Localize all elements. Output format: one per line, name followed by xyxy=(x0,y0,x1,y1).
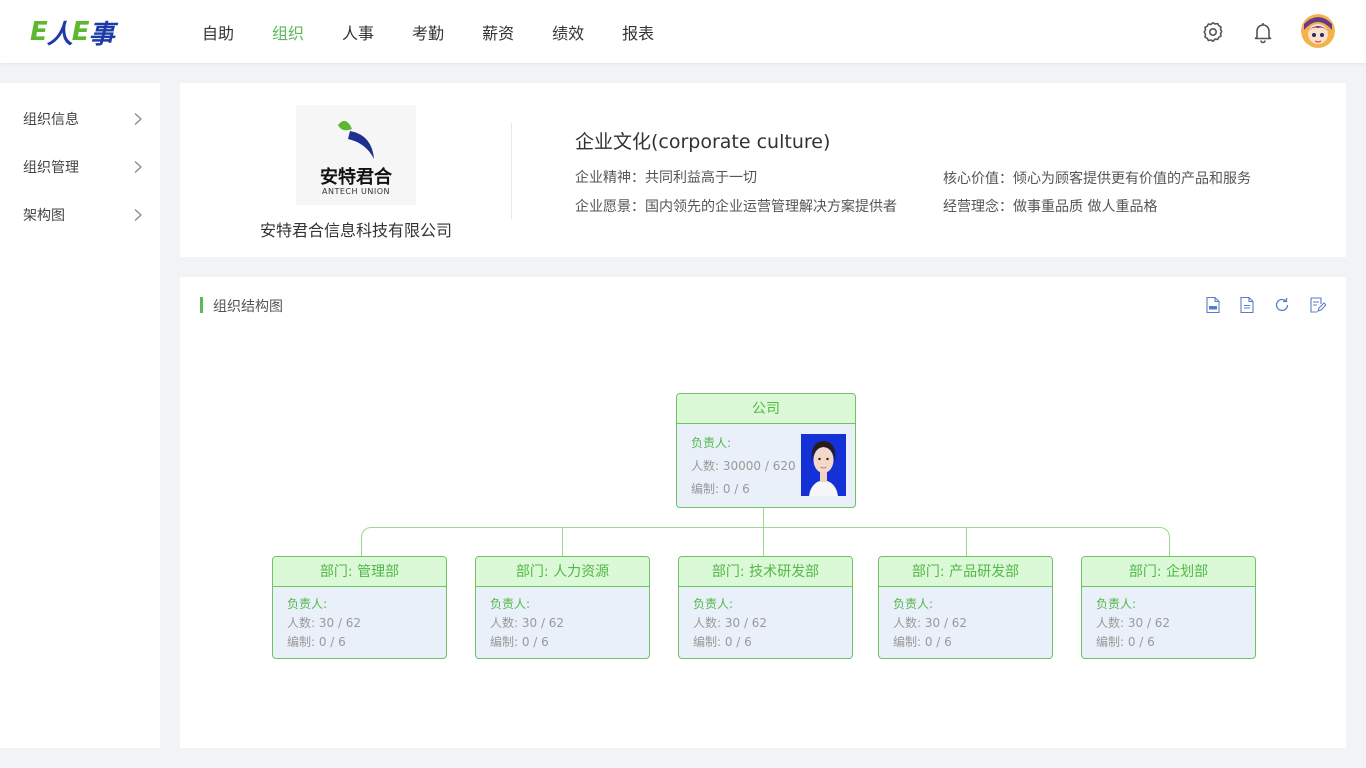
node-lead: 负责人: xyxy=(691,436,732,450)
node-lead: 负责人: xyxy=(693,597,734,611)
node-body: 负责人: 人数: 30 / 62 编制: 0 / 6 xyxy=(476,587,649,658)
node-quota: 编制: 0 / 6 xyxy=(691,482,750,496)
connector-drop-tech xyxy=(763,527,764,557)
sidebar-item-org-management[interactable]: 组织管理 xyxy=(0,143,160,191)
org-node-hr[interactable]: 部门: 人力资源 负责人: 人数: 30 / 62 编制: 0 / 6 xyxy=(475,556,650,659)
nav-item-performance[interactable]: 绩效 xyxy=(552,23,585,43)
main-nav: 自助 组织 人事 考勤 薪资 绩效 报表 xyxy=(202,0,692,63)
sidebar-item-org-info[interactable]: 组织信息 xyxy=(0,95,160,143)
spirit-value: 共同利益高于一切 xyxy=(645,170,757,186)
node-headcount: 人数: 30 / 62 xyxy=(893,616,968,630)
node-headcount: 人数: 30 / 62 xyxy=(693,616,768,630)
company-name: 安特君合信息科技有限公司 xyxy=(259,221,452,240)
culture-title: 企业文化(corporate culture) xyxy=(575,131,831,153)
core-value-label: 核心价值： xyxy=(943,171,1013,187)
node-headcount: 人数: 30 / 62 xyxy=(1096,616,1171,630)
org-node-tech-rd[interactable]: 部门: 技术研发部 负责人: 人数: 30 / 62 编制: 0 / 6 xyxy=(678,556,853,659)
company-logo-cn: 安特君合 xyxy=(320,167,392,188)
company-logo-en: ANTECH UNION xyxy=(321,187,391,196)
node-headcount: 人数: 30 / 62 xyxy=(490,616,565,630)
company-info-card: 安特君合 ANTECH UNION 安特君合信息科技有限公司 企业文化(corp… xyxy=(180,83,1346,257)
core-value-value: 倾心为顾客提供更有价值的产品和服务 xyxy=(1013,171,1251,187)
user-avatar-icon xyxy=(1301,14,1335,48)
node-quota: 编制: 0 / 6 xyxy=(893,635,952,649)
node-quota: 编制: 0 / 6 xyxy=(1096,635,1155,649)
org-chart-card: 组织结构图 公司 负责人: 人数: 30000 / 620 编制: 0 / 6 xyxy=(180,277,1346,748)
node-body: 负责人: 人数: 30 / 62 编制: 0 / 6 xyxy=(879,587,1052,658)
node-lead: 负责人: xyxy=(1096,597,1137,611)
connector-drop-product xyxy=(966,527,967,557)
node-quota: 编制: 0 / 6 xyxy=(490,635,549,649)
node-title: 部门: 产品研发部 xyxy=(879,557,1052,587)
chevron-right-icon xyxy=(134,161,142,173)
node-lead: 负责人: xyxy=(490,597,531,611)
philosophy-label: 经营理念： xyxy=(943,199,1013,215)
org-node-company[interactable]: 公司 负责人: 人数: 30000 / 620 编制: 0 / 6 xyxy=(676,393,856,508)
connector-horizontal xyxy=(361,527,1170,557)
chevron-right-icon xyxy=(134,209,142,221)
node-headcount: 人数: 30 / 62 xyxy=(287,616,362,630)
node-body: 负责人: 人数: 30 / 62 编制: 0 / 6 xyxy=(1082,587,1255,658)
nav-item-self-service[interactable]: 自助 xyxy=(202,23,235,43)
nav-item-attendance[interactable]: 考勤 xyxy=(412,23,445,43)
node-title: 部门: 人力资源 xyxy=(476,557,649,587)
chevron-right-icon xyxy=(134,113,142,125)
node-quota: 编制: 0 / 6 xyxy=(693,635,752,649)
spirit-label: 企业精神： xyxy=(575,170,645,186)
nav-item-organization[interactable]: 组织 xyxy=(272,23,305,43)
logo-e1: E xyxy=(30,17,48,47)
person-photo-icon xyxy=(809,441,838,496)
org-node-management[interactable]: 部门: 管理部 负责人: 人数: 30 / 62 编制: 0 / 6 xyxy=(272,556,447,659)
org-chart-title: 组织结构图 xyxy=(213,299,283,315)
company-logo: 安特君合 ANTECH UNION xyxy=(296,105,416,205)
node-body: 负责人: 人数: 30 / 62 编制: 0 / 6 xyxy=(679,587,852,658)
vision-value: 国内领先的企业运营管理解决方案提供者 xyxy=(645,199,897,215)
logo-shi: 事 xyxy=(88,19,115,50)
avatar[interactable] xyxy=(1301,14,1335,48)
logo-ren: 人 xyxy=(46,19,73,50)
node-body: 负责人: 人数: 30 / 62 编制: 0 / 6 xyxy=(273,587,446,658)
nav-item-salary[interactable]: 薪资 xyxy=(482,23,515,43)
top-header: E 人 E 事 自助 组织 人事 考勤 薪资 绩效 报表 xyxy=(0,0,1366,63)
app-logo[interactable]: E 人 E 事 xyxy=(30,16,115,50)
org-node-planning[interactable]: 部门: 企划部 负责人: 人数: 30 / 62 编制: 0 / 6 xyxy=(1081,556,1256,659)
section-accent-bar xyxy=(200,297,203,313)
bell-icon[interactable] xyxy=(1251,20,1275,44)
sidebar-item-org-chart[interactable]: 架构图 xyxy=(0,191,160,239)
node-lead: 负责人: xyxy=(287,597,328,611)
refresh-icon[interactable] xyxy=(1273,296,1291,314)
leader-photo xyxy=(801,434,846,496)
sidebar-item-label: 架构图 xyxy=(23,208,65,224)
vision-label: 企业愿景： xyxy=(575,199,645,215)
philosophy-value: 做事重品质 做人重品格 xyxy=(1013,199,1158,215)
sidebar-item-label: 组织管理 xyxy=(23,160,79,176)
gear-icon[interactable] xyxy=(1201,20,1225,44)
nav-item-reports[interactable]: 报表 xyxy=(622,23,655,43)
node-lead: 负责人: xyxy=(893,597,934,611)
node-headcount: 人数: 30000 / 620 xyxy=(691,459,796,473)
connector-drop-hr xyxy=(562,527,563,557)
node-title: 公司 xyxy=(677,394,855,424)
culture-philosophy: 经营理念：做事重品质 做人重品格 xyxy=(943,196,1157,216)
card-divider xyxy=(511,123,512,219)
culture-core-value: 核心价值：倾心为顾客提供更有价值的产品和服务 xyxy=(943,168,1251,188)
pdf-export-icon[interactable] xyxy=(1238,296,1256,314)
culture-vision: 企业愿景：国内领先的企业运营管理解决方案提供者 xyxy=(575,196,897,216)
png-export-icon[interactable] xyxy=(1204,296,1222,314)
sidebar-item-label: 组织信息 xyxy=(23,112,79,128)
node-title: 部门: 技术研发部 xyxy=(679,557,852,587)
culture-spirit: 企业精神：共同利益高于一切 xyxy=(575,167,757,187)
sidebar-spacer xyxy=(0,83,160,95)
node-body: 负责人: 人数: 30000 / 620 编制: 0 / 6 xyxy=(677,424,855,507)
nav-item-personnel[interactable]: 人事 xyxy=(342,23,375,43)
node-quota: 编制: 0 / 6 xyxy=(287,635,346,649)
company-logo-mark-icon xyxy=(338,120,374,159)
node-title: 部门: 企划部 xyxy=(1082,557,1255,587)
connector-root-stem xyxy=(763,507,764,527)
sidebar: 组织信息 组织管理 架构图 xyxy=(0,83,160,748)
edit-icon[interactable] xyxy=(1308,296,1326,314)
org-node-product-rd[interactable]: 部门: 产品研发部 负责人: 人数: 30 / 62 编制: 0 / 6 xyxy=(878,556,1053,659)
logo-e2: E xyxy=(71,17,90,47)
node-title: 部门: 管理部 xyxy=(273,557,446,587)
